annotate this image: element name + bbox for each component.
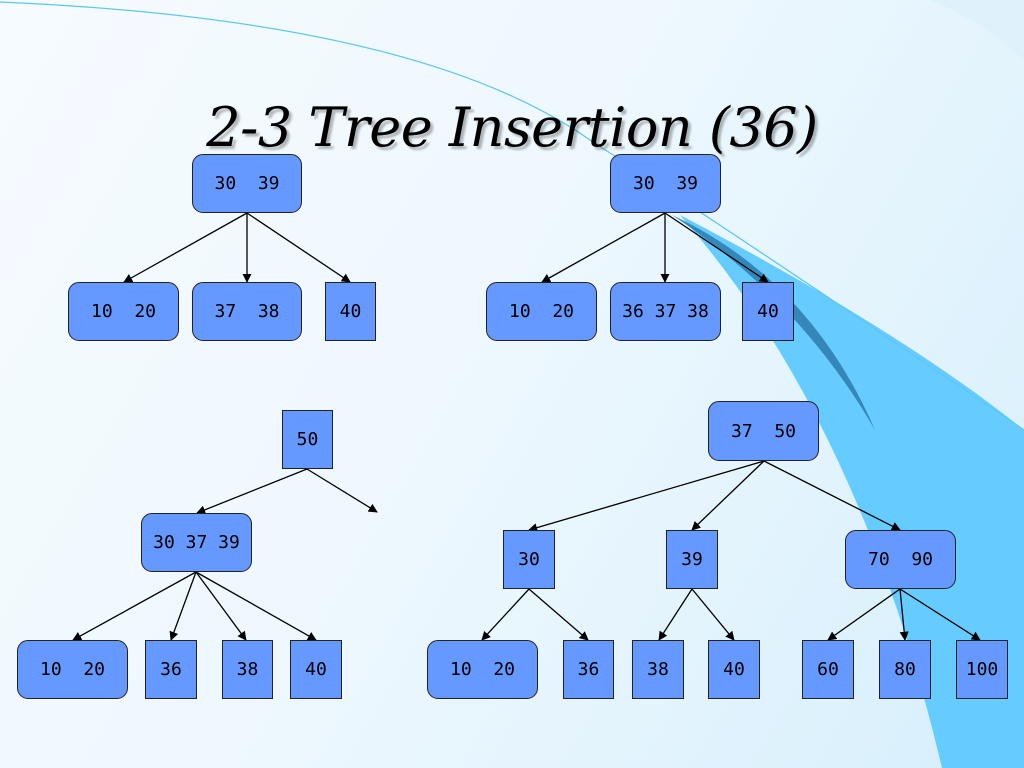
d1-left-node: 10 20 xyxy=(68,282,179,341)
d4-root-node: 37 50 xyxy=(708,401,819,461)
d3-edge-l3 xyxy=(195,571,247,641)
d2-root-node: 30 39 xyxy=(610,154,721,213)
swoosh-light-band xyxy=(680,215,1024,768)
d4-leaf-6: 80 xyxy=(879,640,931,699)
d1-edge-left xyxy=(123,212,248,283)
d2-mid-node: 36 37 38 xyxy=(610,282,721,341)
d3-root-node: 50 xyxy=(282,410,333,469)
d2-edge-left xyxy=(541,212,666,283)
d4-node-70-90: 70 90 xyxy=(845,530,956,589)
d4-edge-l7 xyxy=(899,588,981,641)
d3-edge-l2 xyxy=(169,571,197,641)
d4-edge-l5 xyxy=(827,588,901,641)
d4-edge-c xyxy=(763,460,901,531)
d4-edge-l2 xyxy=(528,588,589,641)
d4-edge-l3 xyxy=(658,588,693,641)
d1-mid-node: 37 38 xyxy=(192,282,302,341)
d4-node-30: 30 xyxy=(503,530,555,589)
d4-edge-l1 xyxy=(481,588,530,641)
d4-leaf-2: 36 xyxy=(563,640,614,699)
d1-right-node: 40 xyxy=(325,282,376,341)
swoosh-top-right xyxy=(930,0,1024,60)
d3-leaf-4: 40 xyxy=(290,640,342,699)
d4-leaf-5: 60 xyxy=(802,640,854,699)
d1-edge-right xyxy=(246,212,351,283)
d4-edge-l4 xyxy=(691,588,735,641)
d4-edge-l6 xyxy=(899,588,909,641)
d3-edge-l1 xyxy=(72,571,197,641)
d1-root-node: 30 39 xyxy=(192,154,302,213)
d3-leaf-2: 36 xyxy=(145,640,197,699)
d3-leaf-3: 38 xyxy=(222,640,273,699)
swoosh-curve xyxy=(0,1,1024,431)
d3-leaf-1: 10 20 xyxy=(17,640,128,699)
d4-leaf-1: 10 20 xyxy=(427,640,538,699)
d2-right-node: 40 xyxy=(742,282,794,341)
d4-edge-a xyxy=(528,460,765,533)
d4-leaf-7: 100 xyxy=(956,640,1008,699)
d2-left-node: 10 20 xyxy=(486,282,597,341)
d4-leaf-3: 38 xyxy=(632,640,684,699)
d3-edge-l4 xyxy=(195,571,317,641)
d4-leaf-4: 40 xyxy=(708,640,760,699)
d4-edge-b xyxy=(691,460,765,531)
d3-edge-root-left xyxy=(196,468,308,515)
d3-edge-root-right xyxy=(306,468,378,513)
d4-node-39: 39 xyxy=(666,530,718,589)
d2-edge-right xyxy=(664,212,769,283)
slide-title: 2-3 Tree Insertion (36) xyxy=(206,96,818,159)
d3-mid-node: 30 37 39 xyxy=(141,513,252,572)
